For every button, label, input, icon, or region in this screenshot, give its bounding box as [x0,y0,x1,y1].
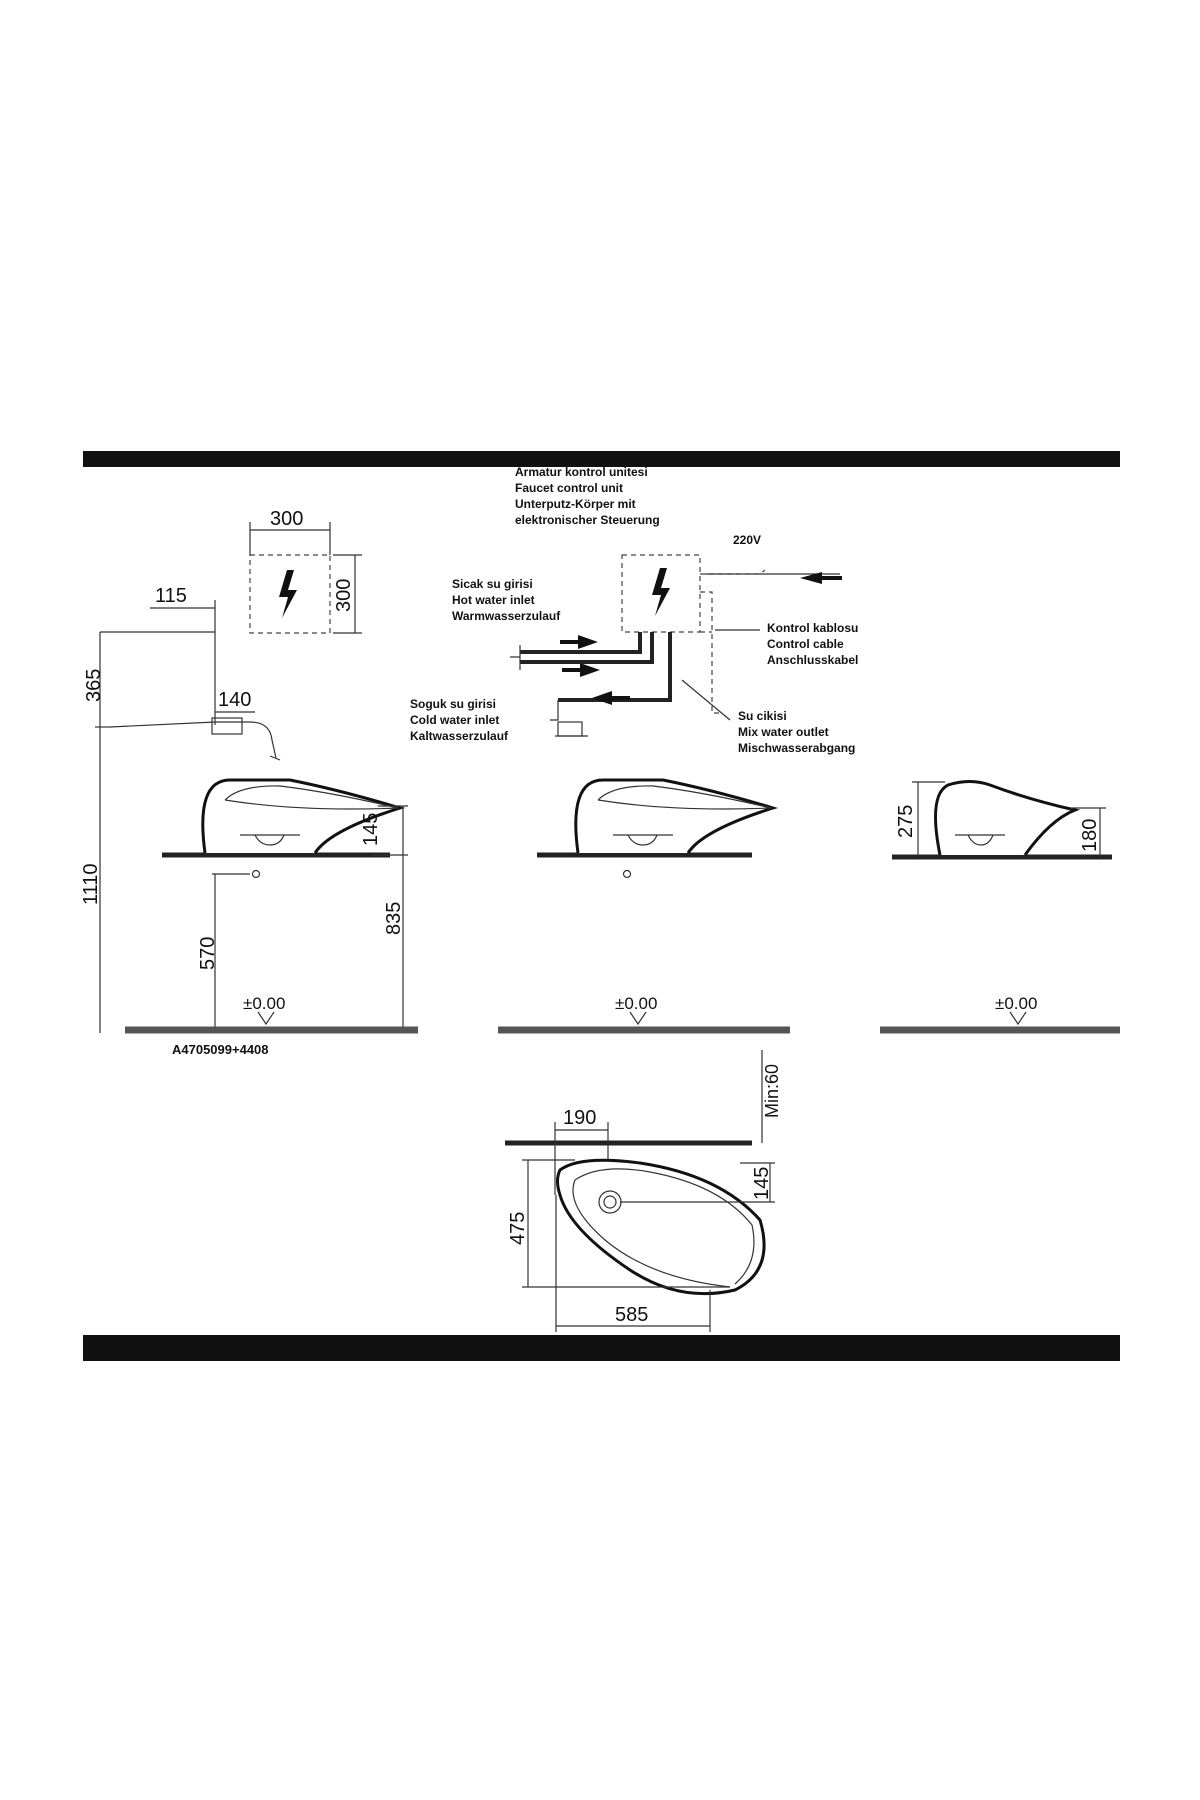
cold-label-1: Soguk su girisi [410,697,496,711]
dim-min60: Min:60 [762,1064,782,1118]
dim-275: 275 [895,805,917,838]
hot-label-2: Hot water inlet [452,593,535,607]
dim-190: 190 [563,1107,596,1129]
cable-label-2: Control cable [767,637,844,651]
dim-box-height: 300 [333,579,355,612]
center-elevation: Armatur kontrol unitesi Faucet control u… [410,465,858,1034]
dim-475: 475 [507,1212,529,1245]
box-label-4: elektronischer Steuerung [515,513,660,527]
level-right: ±0.00 [995,994,1037,1013]
arrow-right-icon [560,635,598,649]
bottom-frame-bar [83,1335,1120,1361]
arrow-right-icon [562,663,600,677]
voltage-label: 220V [733,533,761,547]
dim-145-left: 145 [360,813,382,846]
dim-180: 180 [1079,819,1101,852]
dim-570: 570 [197,937,219,970]
lightning-icon [652,568,670,616]
box-label-3: Unterputz-Körper mit [515,497,636,511]
dim-365: 365 [83,669,105,702]
box-label-1: Armatur kontrol unitesi [515,465,648,479]
dim-box-width: 300 [270,508,303,530]
level-center: ±0.00 [615,994,657,1013]
arrow-left-icon [592,691,630,705]
dim-offset: 115 [155,585,187,607]
outlet-label-1: Su cikisi [738,709,787,723]
hot-label-1: Sicak su girisi [452,577,533,591]
box-label-2: Faucet control unit [515,481,623,495]
cable-label-3: Anschlusskabel [767,653,858,667]
outlet-label-3: Mischwasserabgang [738,741,855,755]
dim-835: 835 [383,902,405,935]
left-elevation: 300 300 115 365 1110 140 145 [80,508,418,1057]
level-left: ±0.00 [243,994,285,1013]
cold-label-2: Cold water inlet [410,713,499,727]
product-code: A4705099+4408 [172,1042,269,1057]
hot-label-3: Warmwasserzulauf [452,609,561,623]
lightning-icon [279,570,297,618]
outlet-label-2: Mix water outlet [738,725,829,739]
cable-label-1: Kontrol kablosu [767,621,858,635]
plan-view: Min:60 190 145 475 585 [505,1050,782,1332]
right-elevation: 275 180 ±0.00 [880,780,1120,1034]
dim-spout: 140 [218,689,251,711]
arrow-left-icon [800,572,842,584]
dim-1110: 1110 [80,863,102,905]
cold-label-3: Kaltwasserzulauf [410,729,509,743]
dim-585: 585 [615,1304,648,1326]
top-frame-bar [83,451,1120,467]
dim-145-plan: 145 [751,1167,773,1200]
